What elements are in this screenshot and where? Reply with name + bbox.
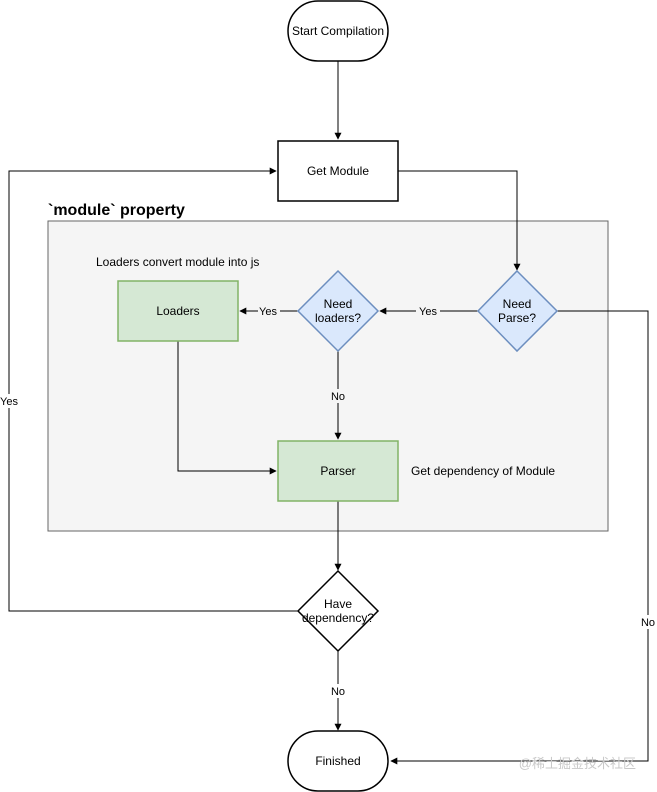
parser-node: Parser <box>277 440 399 502</box>
edge-label-parse-yes: Yes <box>419 306 437 318</box>
need-parse-label-line-1: Need <box>503 297 532 311</box>
edge-label-dependency-yes: Yes <box>0 396 18 408</box>
need-loaders-label-line-2: loaders? <box>315 311 361 325</box>
parser-note: Get dependency of Module <box>411 464 555 478</box>
start-node: Start Compilation <box>287 0 389 62</box>
loaders-node: Loaders <box>117 280 239 342</box>
have-dependency-label-line-1: Have <box>324 597 352 611</box>
edge-label-dependency-no: No <box>331 686 345 698</box>
edge-label-parse-no: No <box>641 617 655 629</box>
edge-label-loaders-no: No <box>331 391 345 403</box>
edge-loaders-to-parser <box>177 341 277 475</box>
loaders-label: Loaders <box>156 304 199 318</box>
group-title: `module` property <box>48 202 185 219</box>
have-dependency-label-line-2: dependency? <box>302 611 374 625</box>
need-loaders-decision: Need loaders? <box>296 269 380 353</box>
watermark: @稀土掘金技术社区 <box>519 756 636 771</box>
need-parse-decision: Need Parse? <box>476 269 559 353</box>
start-node-label: Start Compilation <box>292 24 384 38</box>
edge-label-loaders-yes: Yes <box>259 306 277 318</box>
edge-have-dependency-loop-to-get-module <box>8 167 298 612</box>
finished-label: Finished <box>315 754 360 768</box>
have-dependency-decision: Have dependency? <box>296 569 380 653</box>
get-module-node: Get Module <box>277 140 399 202</box>
parser-label: Parser <box>320 464 355 478</box>
edge-get-module-to-need-parse <box>398 170 521 271</box>
edge-need-parse-no-to-finished <box>390 310 649 765</box>
loaders-note: Loaders convert module into js <box>96 255 259 269</box>
need-loaders-label-line-1: Need <box>324 297 353 311</box>
get-module-label: Get Module <box>307 164 369 178</box>
need-parse-label-line-2: Parse? <box>498 311 536 325</box>
finished-node: Finished <box>287 730 389 792</box>
